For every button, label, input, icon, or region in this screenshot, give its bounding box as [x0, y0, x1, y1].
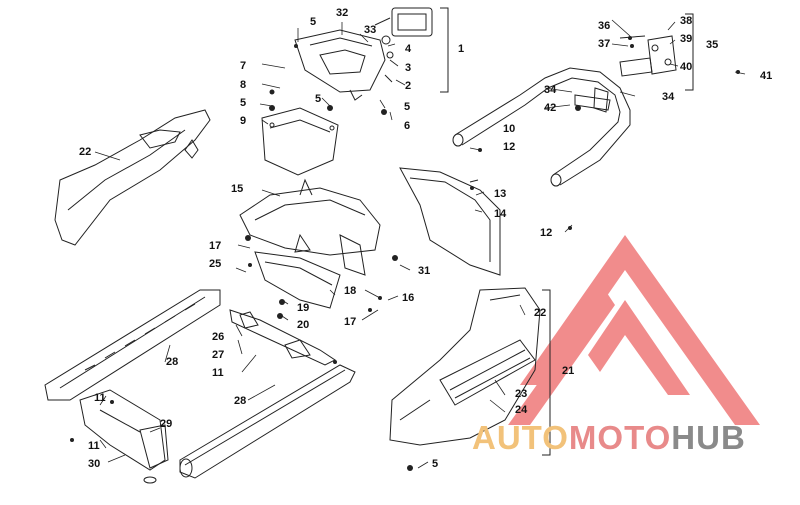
callout-15: 15 [231, 183, 244, 195]
right-rail [179, 364, 356, 479]
callout-3: 3 [405, 62, 412, 74]
callout-9: 9 [240, 115, 247, 127]
fasteners [70, 36, 740, 471]
callout-17-left: 17 [209, 240, 222, 252]
callout-36: 36 [598, 20, 611, 32]
left-rail [44, 289, 221, 401]
lower-side-cover [389, 287, 541, 446]
callout-7: 7 [240, 60, 247, 72]
callout-26: 26 [212, 331, 225, 343]
side-panel-right [399, 167, 501, 276]
callout-41: 41 [760, 70, 773, 82]
taillight-assembly [294, 7, 433, 101]
mud-flap [254, 251, 341, 309]
callout-1: 1 [458, 43, 465, 55]
watermark-brand-hub: HUB [671, 419, 746, 456]
callout-27: 27 [212, 349, 225, 361]
callout-4: 4 [405, 43, 412, 55]
callout-38: 38 [680, 15, 693, 27]
callout-32: 32 [336, 7, 349, 19]
callout-2: 2 [405, 80, 412, 92]
watermark-brand: AUTOMOTOHUB [472, 420, 746, 456]
callout-5-mid: 5 [315, 93, 322, 105]
watermark-brand-auto: AUTO [472, 419, 569, 456]
left-side-panel [54, 109, 211, 246]
callout-20: 20 [297, 319, 310, 331]
callout-34-right: 34 [662, 91, 675, 103]
callout-19: 19 [297, 302, 310, 314]
bracket-35 [685, 13, 694, 91]
hitch-bracket [619, 35, 677, 77]
callout-14: 14 [494, 208, 507, 220]
callout-40: 40 [680, 61, 693, 73]
bracket-21 [542, 289, 551, 456]
callout-25: 25 [209, 258, 222, 270]
callout-29: 29 [160, 418, 173, 430]
callout-5-bottom: 5 [432, 458, 439, 470]
lower-bracket [79, 389, 169, 484]
callout-31: 31 [418, 265, 431, 277]
callout-12-top: 12 [503, 141, 516, 153]
rear-tray [239, 178, 381, 276]
callout-11-mid: 11 [212, 367, 224, 379]
callout-21: 21 [562, 365, 575, 377]
callout-11-left: 11 [94, 392, 106, 404]
callout-28-lower: 28 [234, 395, 247, 407]
callout-28-upper: 28 [166, 356, 179, 368]
callout-5-right: 5 [404, 101, 411, 113]
callout-12-bottom: 12 [540, 227, 553, 239]
callout-13: 13 [494, 188, 507, 200]
callout-8: 8 [240, 79, 247, 91]
callout-22-right: 22 [534, 307, 547, 319]
callout-5-top: 5 [310, 16, 317, 28]
callout-18: 18 [344, 285, 357, 297]
callout-23: 23 [515, 388, 528, 400]
callout-24: 24 [515, 404, 528, 416]
leader-lines [94, 19, 746, 469]
grab-bar [452, 67, 631, 187]
callout-11-bottom: 11 [88, 440, 100, 452]
callout-42: 42 [544, 102, 557, 114]
callout-37: 37 [598, 38, 611, 50]
watermark-brand-moto: MOTO [568, 419, 672, 456]
callout-39: 39 [680, 33, 693, 45]
taillight-bracket [261, 107, 339, 176]
bracket-1 [440, 7, 449, 93]
callout-10: 10 [503, 123, 516, 135]
watermark-triangle-logo [508, 235, 760, 425]
callout-35: 35 [706, 39, 719, 51]
hitch-mount [229, 309, 336, 366]
callout-33: 33 [364, 24, 377, 36]
callout-5-left: 5 [240, 97, 247, 109]
callout-16: 16 [402, 292, 415, 304]
callout-22-left: 22 [79, 146, 92, 158]
callout-17-bottom: 17 [344, 316, 357, 328]
callout-30: 30 [88, 458, 101, 470]
callout-6: 6 [404, 120, 411, 132]
callout-34-left: 34 [544, 84, 557, 96]
